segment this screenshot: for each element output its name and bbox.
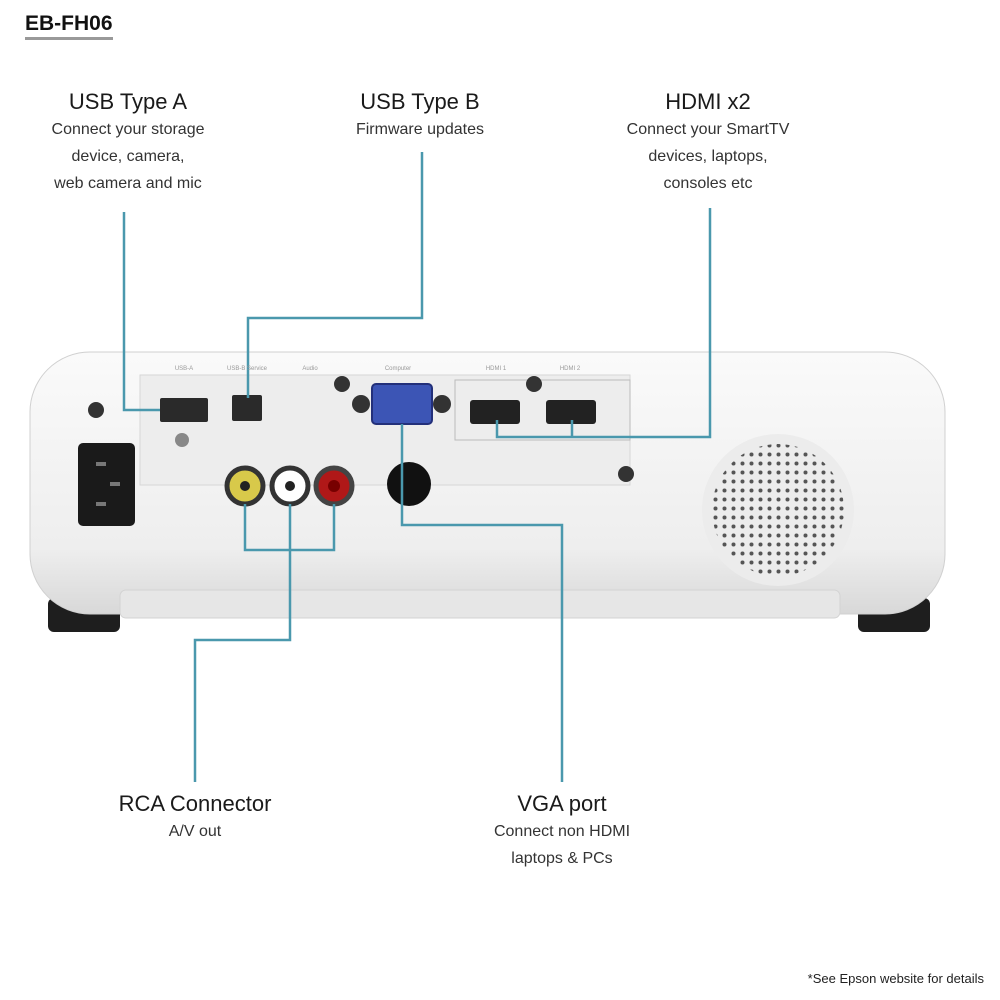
leader-lines (122, 152, 712, 782)
vga-port (352, 383, 451, 425)
callout-line: Connect your SmartTV (626, 121, 790, 138)
usb-b-port (232, 395, 262, 421)
callout-line: Connect your storage (51, 121, 205, 138)
callout-usb-b: USB Type B Firmware updates (356, 88, 484, 143)
port-label-hdmi1: HDMI 1 (485, 366, 507, 372)
callout-rca: RCA Connector A/V out (119, 790, 272, 845)
callout-vga: VGA port Connect non HDMI laptops & PCs (494, 790, 630, 872)
port-label-usb-b: USB-B Service (226, 366, 268, 372)
callout-hdmi: HDMI x2 Connect your SmartTV devices, la… (627, 88, 790, 197)
callout-title: HDMI x2 (665, 89, 751, 114)
callout-line: devices, laptops, (648, 148, 768, 165)
callout-line: Firmware updates (355, 121, 485, 138)
remote-sensor (387, 462, 431, 506)
speaker-grille (702, 434, 854, 586)
port-label-audio: Audio (302, 366, 318, 372)
port-label-hdmi2: HDMI 2 (559, 366, 581, 372)
footnote: *See Epson website for details (807, 971, 984, 986)
callout-line: Connect non HDMI (493, 823, 631, 840)
callout-line: laptops & PCs (511, 850, 613, 867)
callout-title: USB Type B (360, 89, 480, 114)
screws (88, 376, 634, 482)
port-label-computer: Computer (384, 366, 412, 372)
usb-a-port (160, 398, 208, 422)
callout-title: RCA Connector (118, 791, 272, 816)
power-inlet (78, 443, 135, 526)
callout-line: A/V out (168, 823, 222, 840)
port-label-usb-a: USB-A (174, 366, 194, 372)
callout-line: consoles etc (663, 175, 753, 192)
callout-usb-a: USB Type A Connect your storage device, … (52, 88, 205, 197)
callout-line: device, camera, (71, 148, 185, 165)
rca-jacks (224, 465, 355, 507)
callout-title: USB Type A (68, 89, 188, 114)
callout-title: VGA port (517, 791, 607, 816)
callout-line: web camera and mic (54, 175, 202, 192)
model-title: EB-FH06 (25, 12, 113, 40)
hdmi-ports (470, 400, 596, 424)
